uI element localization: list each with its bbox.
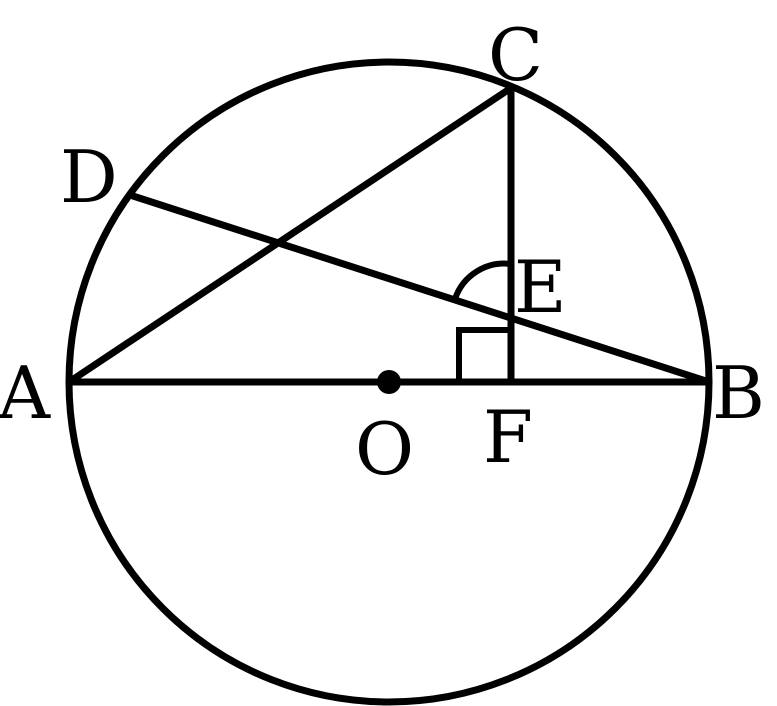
segment-db bbox=[129, 192, 713, 386]
label-o: O bbox=[355, 407, 414, 491]
label-d: D bbox=[60, 135, 118, 219]
center-point-o bbox=[377, 370, 401, 394]
segment-ac bbox=[65, 84, 515, 386]
angle-arc-e bbox=[452, 260, 512, 301]
label-f: F bbox=[483, 395, 533, 479]
label-b: B bbox=[712, 351, 765, 435]
label-c: C bbox=[488, 13, 543, 97]
label-e: E bbox=[514, 245, 567, 329]
right-angle-marker bbox=[456, 327, 511, 382]
label-a: A bbox=[0, 351, 51, 435]
